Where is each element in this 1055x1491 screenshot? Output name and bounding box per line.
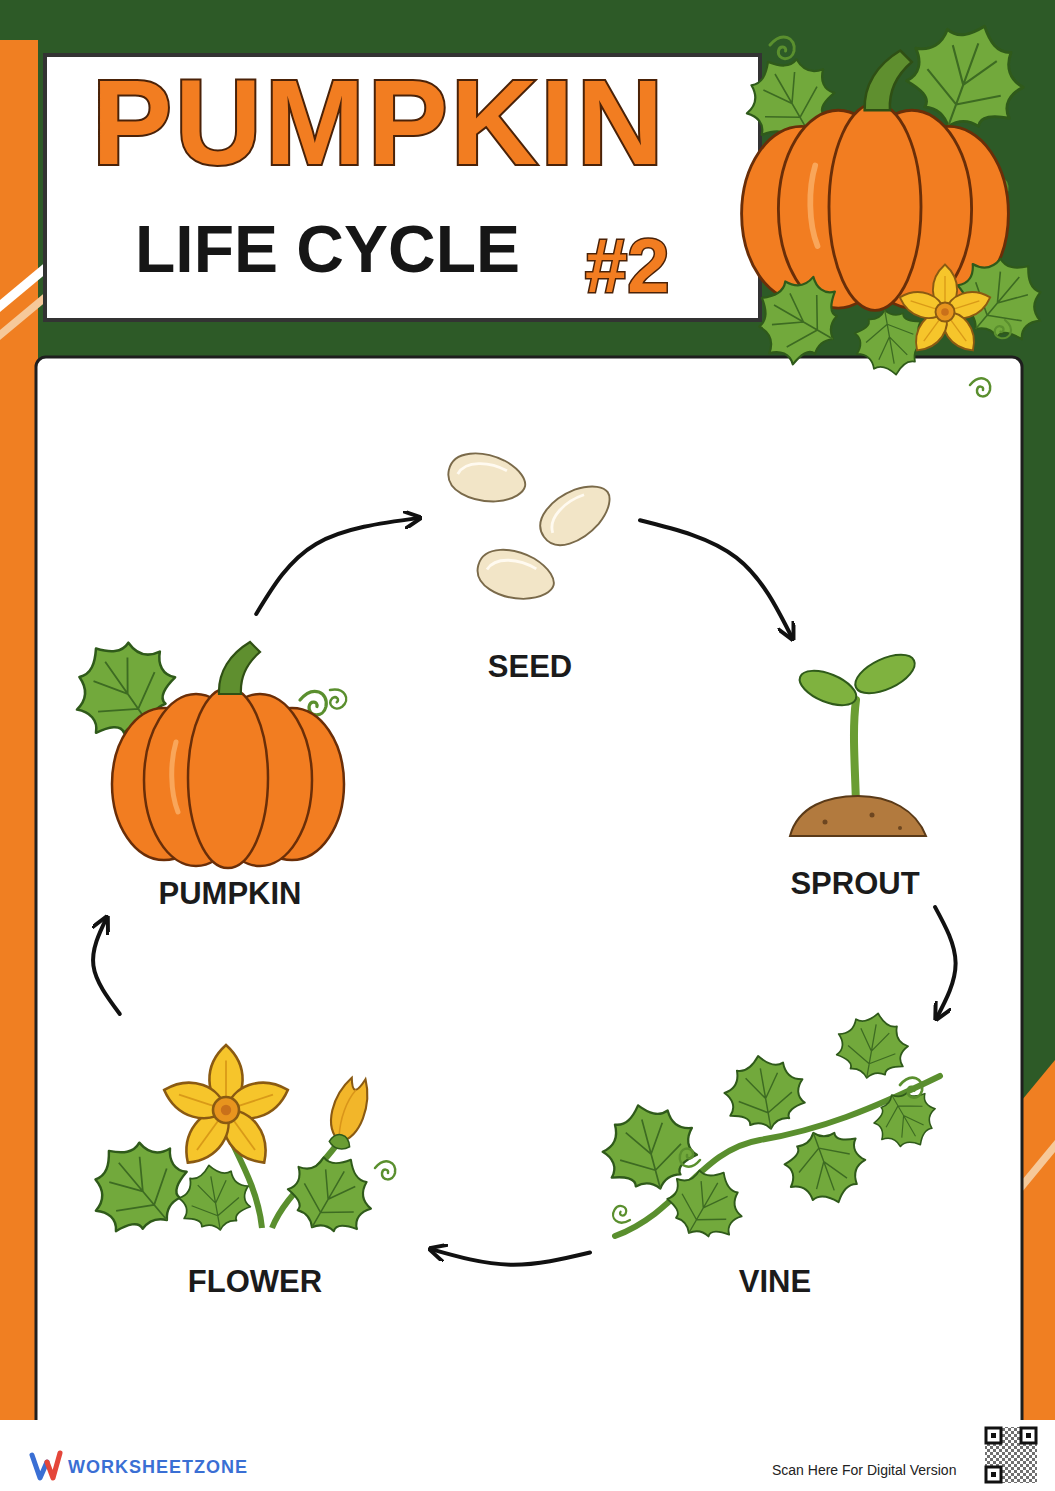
cycle-arrow bbox=[935, 907, 956, 1019]
stage-node: PUMPKIN bbox=[66, 620, 394, 911]
stage-node: SEED bbox=[426, 450, 634, 684]
cycle-arrow bbox=[640, 520, 793, 639]
main-panel bbox=[36, 357, 1022, 1437]
stage-node: SPROUT bbox=[766, 645, 944, 901]
stage-label: FLOWER bbox=[86, 1265, 424, 1299]
cycle-arrow bbox=[430, 1249, 590, 1265]
cycle-arrow bbox=[256, 518, 420, 614]
sheet-number: #2 bbox=[585, 228, 670, 304]
qr-code bbox=[985, 1427, 1037, 1483]
qr-note: Scan Here For Digital Version bbox=[772, 1463, 956, 1477]
logo-mark bbox=[32, 1453, 60, 1478]
stage-label: PUMPKIN bbox=[66, 877, 394, 911]
stage-node: FLOWER bbox=[86, 1020, 424, 1299]
sprout-illustration bbox=[790, 647, 926, 836]
page-title: PUMPKIN bbox=[92, 62, 666, 182]
stage-label: VINE bbox=[596, 1265, 954, 1299]
stage-node: VINE bbox=[596, 1025, 954, 1299]
header-pumpkin bbox=[730, 7, 1055, 397]
vine-illustration bbox=[593, 1007, 947, 1251]
subtitle: LIFE CYCLE bbox=[135, 216, 520, 282]
stage-label: SEED bbox=[426, 650, 634, 684]
pumpkin-illustration bbox=[55, 620, 350, 868]
header-box bbox=[45, 55, 760, 320]
brand-name: WORKSHEETZONE bbox=[68, 1458, 248, 1476]
footer-band bbox=[0, 1420, 1055, 1491]
seed-illustration bbox=[444, 448, 621, 608]
flower-illustration bbox=[72, 1045, 395, 1251]
cycle-arrow bbox=[93, 917, 120, 1014]
stage-label: SPROUT bbox=[766, 867, 944, 901]
